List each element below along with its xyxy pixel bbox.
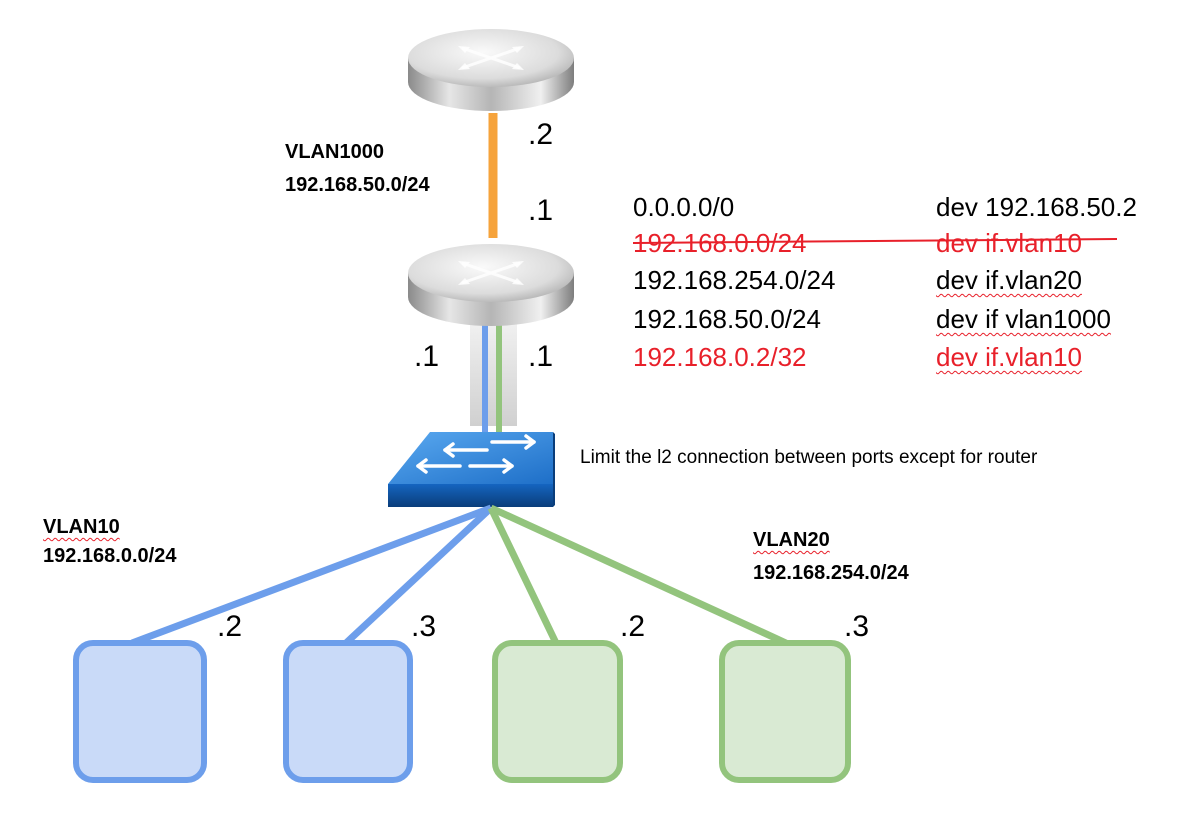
vlan20-host1-icon: [492, 640, 623, 783]
switch-icon: [388, 432, 555, 507]
vlan20-host1-link: [487, 506, 560, 645]
route-row-3-dev: dev if vlan1000: [936, 306, 1111, 332]
wan-subnet-label: 192.168.50.0/24: [285, 174, 430, 196]
vlan20-name-text: VLAN20: [753, 529, 830, 551]
vlan20-host2-link: [489, 504, 788, 647]
vlan20-host2-ip-suffix: .3: [844, 610, 870, 643]
upstream-ip-suffix: .2: [528, 118, 554, 151]
router-wan-ip-suffix: .1: [528, 194, 554, 227]
wan-vlan-label: VLAN1000: [285, 141, 384, 163]
vlan10-host1-link: [130, 504, 493, 647]
vlan10-host2-link: [343, 505, 494, 646]
route-row-0-dest: 0.0.0.0/0: [633, 192, 735, 222]
route-row-2-dest: 192.168.254.0/24: [633, 265, 836, 295]
route-row-1-dev-text: dev if.vlan10: [936, 228, 1082, 258]
vlan10-host1-icon: [73, 640, 207, 783]
router-vlan20-ip-suffix: .1: [528, 340, 554, 373]
route-row-4-dev: dev if.vlan10: [936, 344, 1082, 370]
vlan10-subnet-label: 192.168.0.0/24: [43, 545, 177, 567]
route-row-0-dev: dev 192.168.50.2: [936, 192, 1137, 222]
route-row-2-dev: dev if.vlan20: [936, 267, 1082, 293]
vlan10-host1-ip-suffix: .2: [217, 610, 243, 643]
route-row-2-dev-text: dev if.vlan20: [936, 265, 1082, 295]
vlan10-host2-icon: [283, 640, 413, 783]
vlan20-host2-icon: [719, 640, 851, 783]
switch-uplink-block: [470, 318, 517, 426]
route-row-4-dev-text: dev if.vlan10: [936, 342, 1082, 372]
upstream-router-icon: [408, 29, 574, 111]
router-vlan10-ip-suffix: .1: [414, 340, 440, 373]
vlan10-host2-ip-suffix: .3: [411, 610, 437, 643]
route-row-4-dest: 192.168.0.2/32: [633, 342, 807, 372]
vlan20-subnet-label: 192.168.254.0/24: [753, 562, 909, 584]
core-router-icon: [408, 244, 574, 326]
route-row-3-dest: 192.168.50.0/24: [633, 304, 821, 334]
vlan20-host1-ip-suffix: .2: [620, 610, 646, 643]
vlan20-name-label: VLAN20: [753, 530, 830, 550]
vlan10-name-label: VLAN10: [43, 517, 120, 537]
route-row-1-dev: dev if.vlan10: [936, 230, 1082, 256]
switch-note: Limit the l2 connection between ports ex…: [580, 447, 1038, 468]
vlan10-name-text: VLAN10: [43, 516, 120, 538]
route-row-3-dev-text: dev if vlan1000: [936, 304, 1111, 334]
